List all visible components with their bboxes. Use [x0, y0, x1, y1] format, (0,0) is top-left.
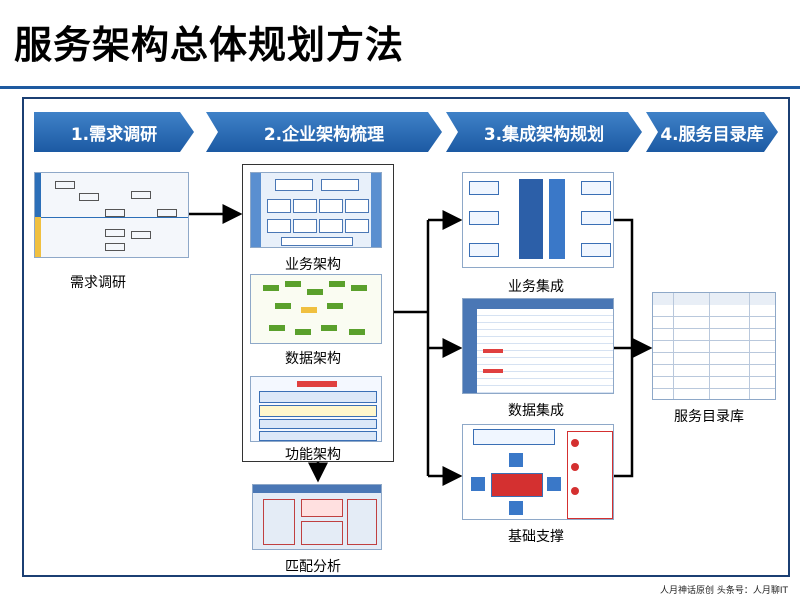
footer-attribution: 人月神话原创 头条号：人月聊IT	[659, 586, 788, 596]
service-catalog-label: 服务目录库	[674, 409, 744, 425]
infrastructure-thumbnail	[462, 424, 614, 520]
infrastructure-label: 基础支撑	[508, 529, 564, 545]
match-analysis-label: 匹配分析	[285, 559, 341, 575]
enterprise-architecture-group	[242, 164, 394, 462]
business-integration-label: 业务集成	[508, 279, 564, 295]
function-architecture-label: 功能架构	[285, 447, 341, 463]
step-service-catalog: 4.服务目录库	[646, 112, 778, 152]
data-integration-label: 数据集成	[508, 403, 564, 419]
data-architecture-thumbnail	[250, 274, 382, 344]
business-integration-thumbnail	[462, 172, 614, 268]
match-analysis-thumbnail	[252, 484, 382, 550]
diagram-frame	[22, 97, 790, 577]
function-architecture-thumbnail	[250, 376, 382, 442]
needs-research-label: 需求调研	[70, 275, 126, 291]
page-title: 服务架构总体规划方法	[14, 23, 405, 67]
business-architecture-label: 业务架构	[285, 257, 341, 273]
step-enterprise-architecture: 2.企业架构梳理	[206, 112, 442, 152]
service-catalog-thumbnail	[652, 292, 776, 400]
data-integration-thumbnail	[462, 298, 614, 394]
title-divider	[0, 86, 800, 89]
needs-research-thumbnail	[34, 172, 189, 258]
step-needs-research: 1.需求调研	[34, 112, 194, 152]
step-integration-planning: 3.集成架构规划	[446, 112, 642, 152]
data-architecture-label: 数据架构	[285, 351, 341, 367]
business-architecture-thumbnail	[250, 172, 382, 248]
